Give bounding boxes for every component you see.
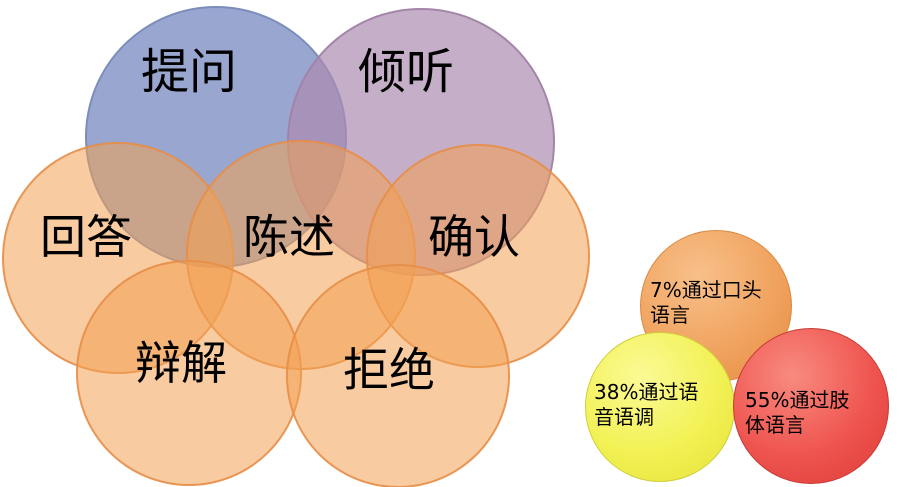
label-justify: 辩解 [135, 336, 227, 390]
label-ask: 提问 [141, 44, 238, 100]
label-body-55pct: 55%通过肢体语言 [745, 388, 850, 437]
label-tone-38pct: 38%通过语音语调 [594, 380, 699, 429]
label-answer: 回答 [40, 210, 132, 264]
label-refuse: 拒绝 [343, 343, 435, 397]
label-listen: 倾听 [358, 44, 455, 100]
circle-body-55pct [733, 328, 889, 484]
label-confirm: 确认 [428, 210, 520, 264]
label-verbal-7pct: 7%通过口头语言 [650, 278, 762, 327]
label-state: 陈述 [243, 210, 335, 264]
circle-justify [76, 260, 302, 486]
circle-refuse [286, 264, 510, 487]
circle-tone-38pct [585, 332, 735, 482]
